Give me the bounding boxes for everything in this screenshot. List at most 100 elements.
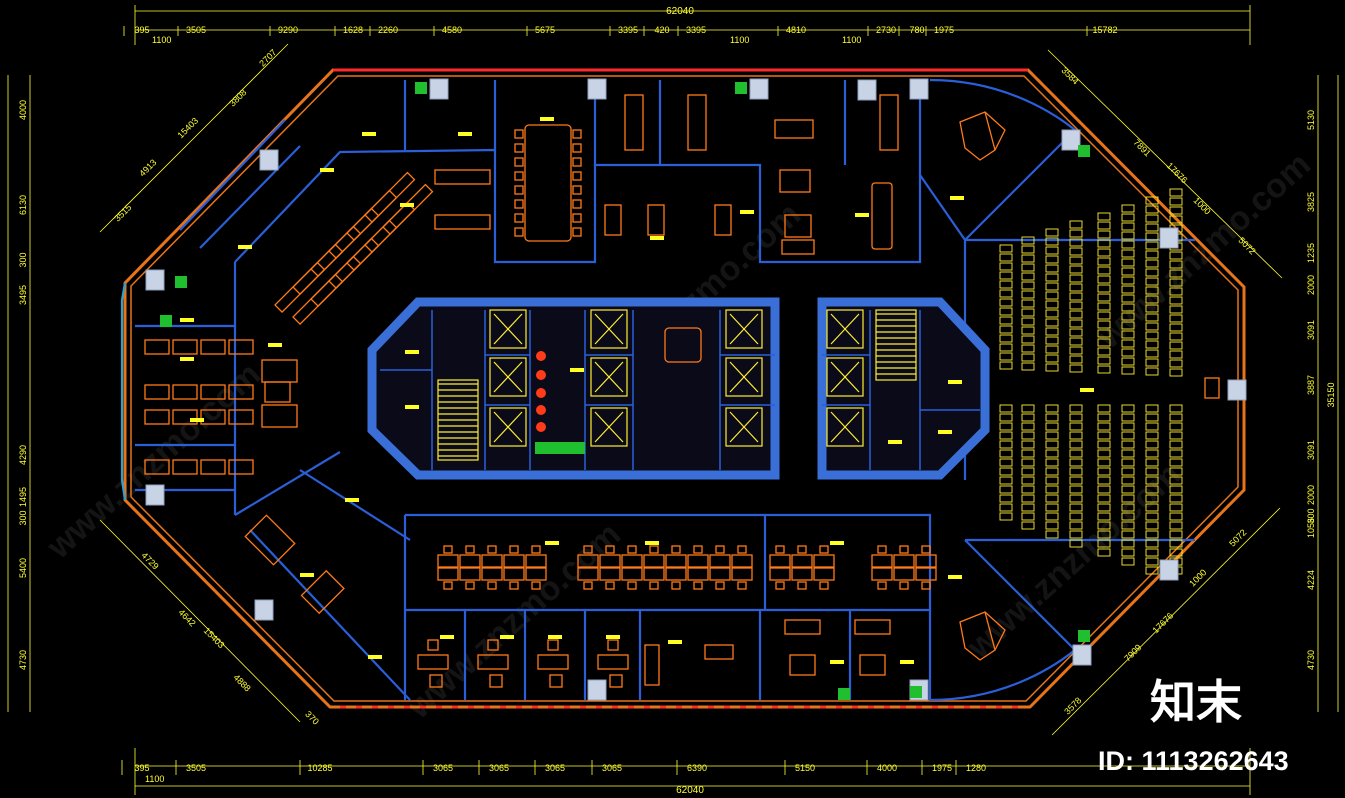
seat [1021,449,1035,458]
seat [1145,214,1159,223]
seat [1169,278,1183,287]
seat [1021,512,1035,521]
seat [1045,318,1059,327]
elevator-car [489,357,527,397]
seat [1145,530,1159,539]
seat [1169,260,1183,269]
seat [1069,458,1083,467]
seat [1045,273,1059,282]
seat [1121,258,1135,267]
seat [1045,512,1059,521]
room-tag [950,196,964,200]
seat [1021,335,1035,344]
seat [1097,548,1111,557]
seat [999,458,1013,467]
core-red-fixtures [536,351,546,432]
seat [1169,530,1183,539]
left-diag-upper-1: 3808 [227,87,248,108]
seat [1121,348,1135,357]
seat [1169,332,1183,341]
top-sub-dim-3: 1100 [842,35,861,45]
elevator-car [590,309,628,349]
seat [1021,413,1035,422]
seat [999,503,1013,512]
seat [1145,367,1159,376]
seat [1145,196,1159,205]
tri-desk-top [959,111,1006,161]
column [857,79,877,101]
top-dimension-4: 2260 [378,25,398,35]
elevator-car [826,407,864,447]
seat [1121,440,1135,449]
seat [1069,247,1083,256]
right-diag-upper-3: 1000 [1192,195,1213,216]
seat [1097,212,1111,221]
seat [1069,539,1083,548]
seat [1097,356,1111,365]
seat [999,361,1013,370]
seat [1169,404,1183,413]
seat [1097,239,1111,248]
bottom-dimension-10: 1975 [932,763,952,773]
seat [1069,503,1083,512]
seat [1145,349,1159,358]
seat [999,413,1013,422]
seat [1121,521,1135,530]
room-tag [900,660,914,664]
seat [1069,449,1083,458]
right-diag-lower-2: 17676 [1150,610,1175,635]
meeting-tables-top [624,94,899,250]
seat [1169,521,1183,530]
seat [999,298,1013,307]
seat [1121,267,1135,276]
bottom-dimension-8: 5150 [795,763,815,773]
right-diag-lower-3: 7909 [1122,642,1143,663]
seat [1045,413,1059,422]
watermark-site-1: www.znzmo.com [39,355,268,566]
column [1072,644,1092,666]
overall-dimension-top: 62040 [666,6,694,17]
left-diag-lower-3: 4888 [232,672,253,693]
seat [1045,228,1059,237]
seat [1121,467,1135,476]
stair-right [875,309,917,381]
watermark-site-4: www.znzmo.com [959,455,1188,666]
seat [1097,329,1111,338]
seat [1169,548,1183,557]
seat [1021,431,1035,440]
watermark-site-5: www.znzmo.com [1089,145,1318,356]
seat [1045,476,1059,485]
seat [1169,197,1183,206]
seat [1145,503,1159,512]
seat [1069,283,1083,292]
seat [1145,268,1159,277]
seat [1169,296,1183,305]
planter [415,82,427,94]
top-dimension-7: 3395 [618,25,638,35]
seat [999,404,1013,413]
column [909,78,929,100]
seat [1069,413,1083,422]
seat [1097,467,1111,476]
seat [1045,237,1059,246]
seat [1169,476,1183,485]
room-tag [362,132,376,136]
seat [1145,250,1159,259]
seat [1169,251,1183,260]
right-dimension-10: 4224 [1306,570,1316,590]
seat [1145,422,1159,431]
seat [999,280,1013,289]
top-dimension-13: 1975 [934,25,954,35]
elevator-car [590,357,628,397]
seat [1097,530,1111,539]
left-dimension-5: 1495 [18,487,28,507]
seat [1121,294,1135,303]
seat [1169,422,1183,431]
seat [1045,458,1059,467]
seat [1121,357,1135,366]
seat [1045,440,1059,449]
right-dimension-9: 1056 [1306,518,1316,538]
seat [1145,413,1159,422]
